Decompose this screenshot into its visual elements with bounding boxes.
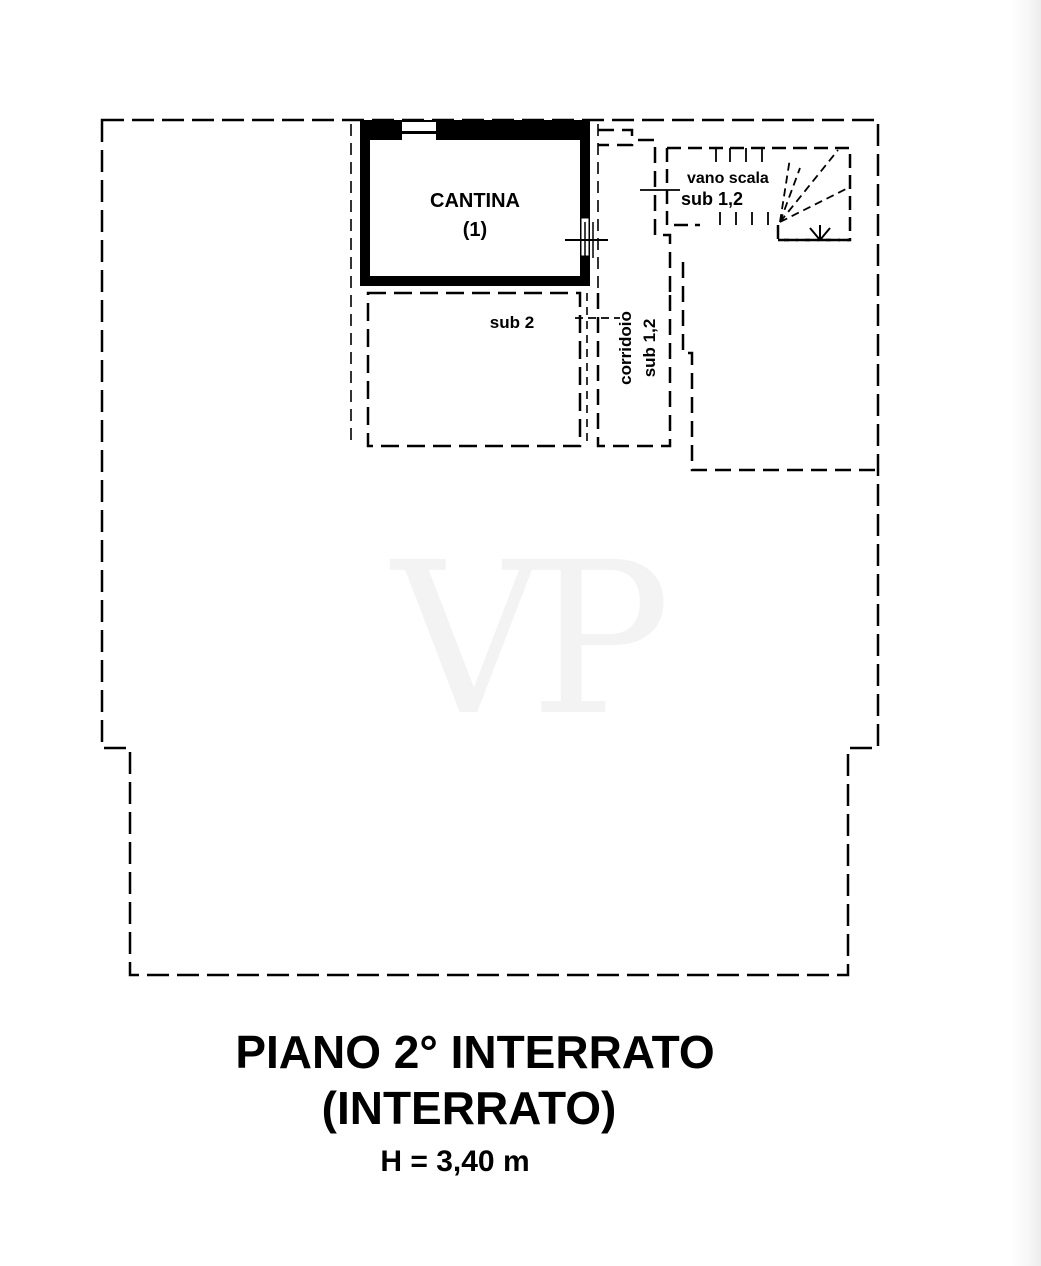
sub-2-label: sub 2 (490, 313, 534, 332)
floor-plan-drawing: VP (100, 118, 880, 977)
floor-height: H = 3,40 m (380, 1145, 530, 1178)
outer-perimeter (100, 118, 880, 977)
stair-treads (715, 148, 769, 225)
vano-scala-area (640, 146, 852, 242)
floor-title-block: PIANO 2° INTERRATO (INTERRATO) H = 3,40 … (0, 1024, 950, 1184)
floor-title: PIANO 2° INTERRATO (235, 1026, 715, 1078)
corridoio-sub: sub 1,2 (640, 319, 659, 378)
cantina-room (360, 120, 608, 286)
right-inner-area (681, 262, 878, 472)
stair-arrow-icon (809, 225, 831, 242)
watermark-vp: VP (389, 517, 664, 762)
cantina-label: CANTINA (430, 190, 520, 212)
vano-scala-sub: sub 1,2 (681, 189, 743, 209)
stair-winders (779, 149, 849, 223)
cantina-outline (350, 124, 599, 446)
corridoio-area (575, 128, 672, 448)
vano-scala-label: vano scala (687, 170, 769, 187)
floor-subtitle: (INTERRATO) (321, 1082, 617, 1134)
cantina-number: (1) (463, 219, 487, 241)
page-edge-shadow (1011, 0, 1041, 1266)
corridoio-label: corridoio (616, 311, 635, 385)
sub-2-area (366, 291, 588, 448)
